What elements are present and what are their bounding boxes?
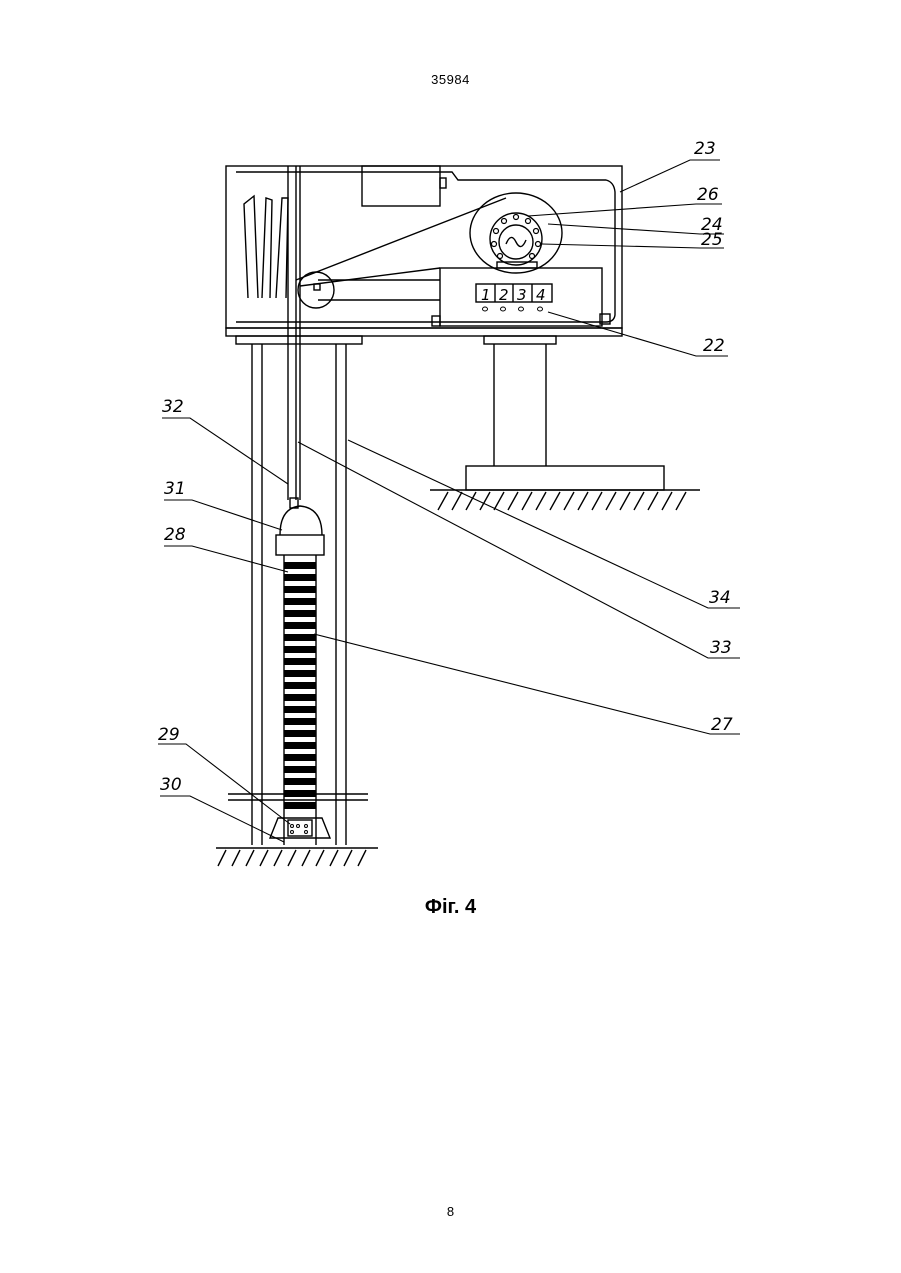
document-number: 35984 (0, 72, 901, 87)
reference-labels: 23 26 24 25 22 32 31 28 34 33 27 29 30 (158, 139, 733, 795)
figure-caption: Фіг. 4 (0, 896, 901, 919)
ref-23: 23 (694, 139, 716, 159)
column-segments (284, 562, 316, 809)
ref-33: 33 (710, 638, 732, 658)
ref-27: 27 (711, 715, 733, 735)
ref-34: 34 (709, 588, 731, 608)
technical-drawing: 1 2 3 4 (150, 128, 760, 878)
page-number: 8 (0, 1204, 901, 1219)
ref-31: 31 (164, 479, 186, 499)
ref-29: 29 (158, 725, 180, 745)
control-cell-3: 3 (517, 286, 527, 304)
control-cell-2: 2 (499, 286, 509, 304)
drawing-svg: 1 2 3 4 (150, 128, 760, 878)
column-base (216, 818, 378, 866)
housing-box (226, 166, 622, 336)
ref-26: 26 (697, 185, 719, 205)
control-cell-1: 1 (481, 286, 491, 304)
control-unit: 1 2 3 4 (432, 268, 602, 326)
right-support (430, 336, 700, 510)
control-cell-4: 4 (536, 286, 546, 304)
ref-22: 22 (703, 336, 725, 356)
ref-25: 25 (701, 230, 723, 250)
ref-28: 28 (164, 525, 186, 545)
ref-30: 30 (160, 775, 182, 795)
ref-32: 32 (162, 397, 184, 417)
